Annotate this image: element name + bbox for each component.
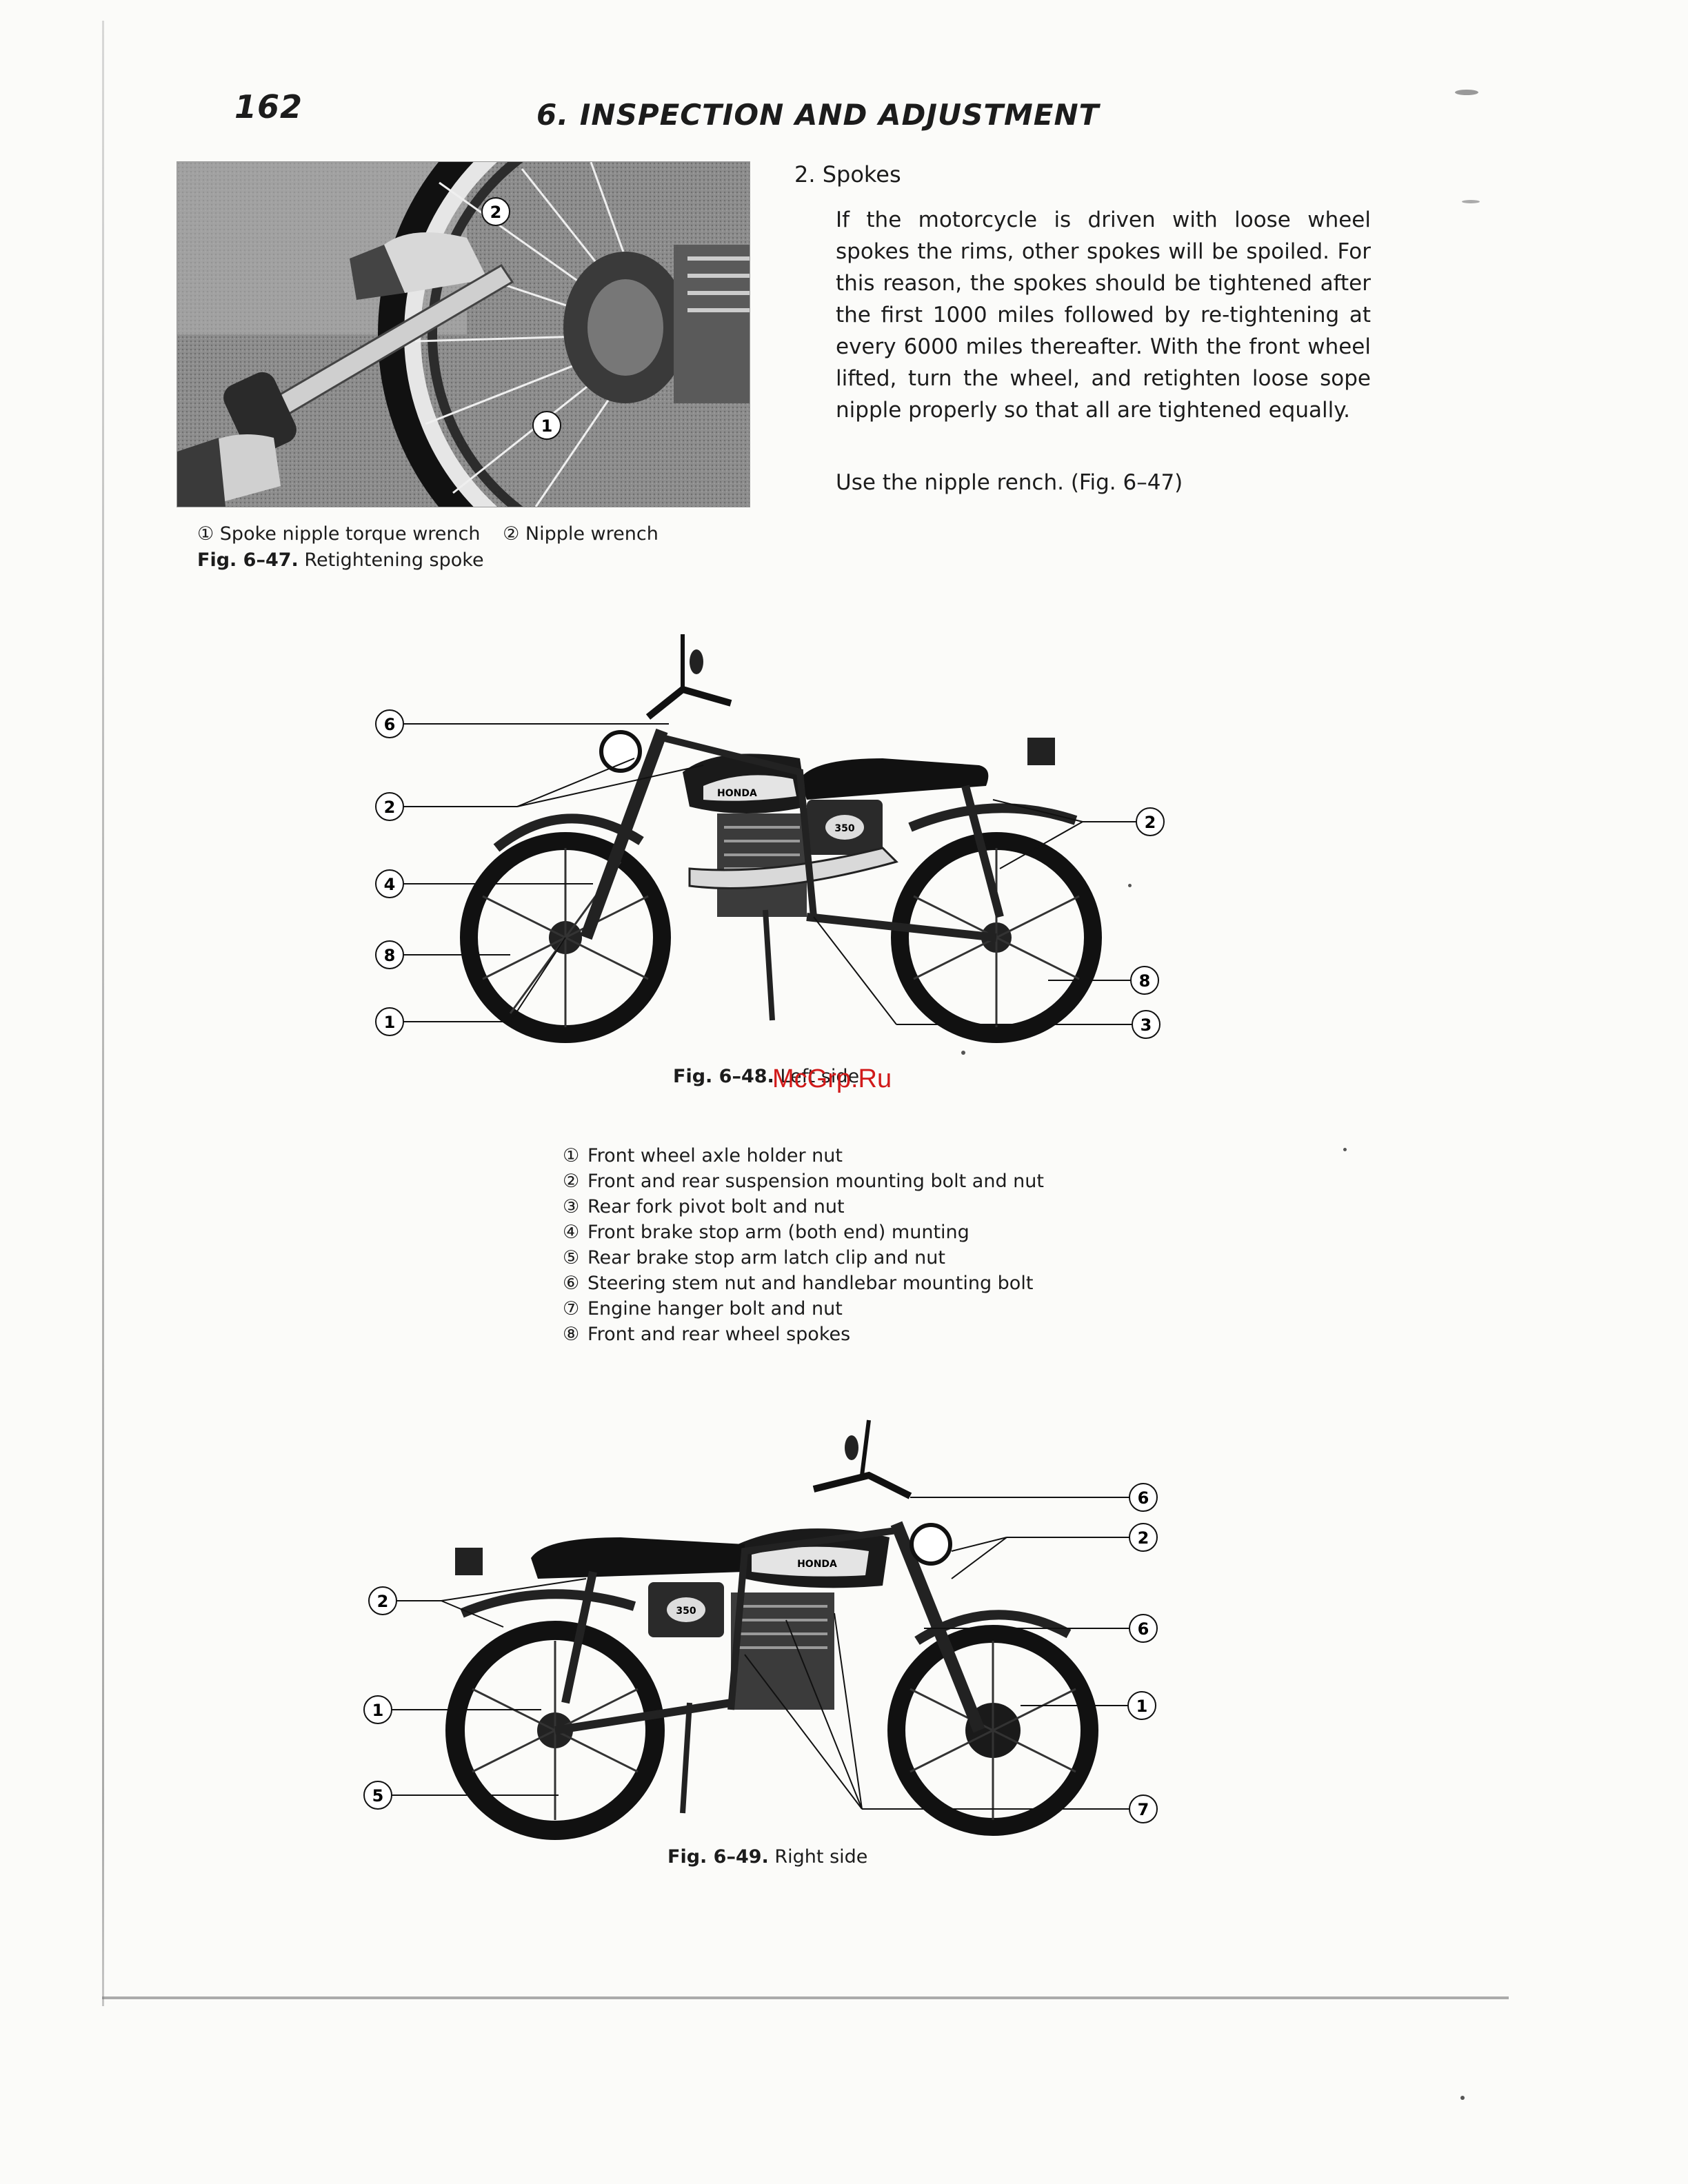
- figure-label: Fig. 6–49.: [667, 1846, 769, 1868]
- motorcycle-left-side-figure: HONDA 350: [359, 620, 1186, 1062]
- scan-speck: [961, 1051, 965, 1055]
- section-heading: 2. Spokes: [794, 161, 901, 188]
- fig48-callout-left-4: 8: [384, 946, 396, 965]
- tank-badge: HONDA: [717, 788, 757, 799]
- tank-badge: HONDA: [797, 1559, 837, 1570]
- photo-caption: ① Spoke nipple torque wrench ② Nipple wr…: [197, 521, 675, 574]
- fig48-caption: Fig. 6–48. Left side: [673, 1066, 859, 1087]
- fig49-callout-left-1: 2: [377, 1592, 389, 1611]
- fig49-callout-right-4: 1: [1136, 1697, 1148, 1716]
- fig48-callout-right-3: 3: [1141, 1015, 1152, 1035]
- photo-legend-item-2: ② Nipple wrench: [503, 523, 659, 545]
- photo-legend: ① Spoke nipple torque wrench ② Nipple wr…: [197, 521, 675, 547]
- scan-bottom-rule: [102, 1996, 1509, 1999]
- motorcycle-left-illustration: HONDA 350: [460, 634, 1102, 1043]
- chapter-title: 6. INSPECTION AND ADJUSTMENT: [536, 98, 1100, 132]
- panel-badge: 350: [834, 823, 854, 834]
- photo-callout-2: 2: [490, 203, 502, 222]
- figure-label: Fig. 6–47.: [197, 549, 299, 571]
- figure-title: Right side: [774, 1846, 868, 1868]
- motorcycle-right-illustration: HONDA 350: [445, 1419, 1098, 1840]
- fig48-callout-right-1: 2: [1145, 813, 1156, 832]
- fig49-callout-left-3: 5: [372, 1786, 384, 1806]
- watermark-text: McGrp.Ru: [772, 1064, 892, 1093]
- fig49-callout-right-2: 2: [1138, 1528, 1149, 1548]
- figure-title: Retightening spoke: [304, 549, 484, 571]
- photo-figure-caption: Fig. 6–47. Retightening spoke: [197, 547, 675, 574]
- photo-legend-item-1: ① Spoke nipple torque wrench: [197, 523, 481, 545]
- fig48-callout-left-1: 6: [384, 715, 396, 734]
- page-number: 162: [234, 88, 303, 125]
- motorcycle-right-side-figure: HONDA 350: [359, 1406, 1186, 1848]
- fig49-callout-right-3: 6: [1138, 1619, 1149, 1639]
- scan-speck: [1128, 884, 1132, 887]
- fig49-callout-right-1: 6: [1138, 1488, 1149, 1508]
- fig48-callout-right-2: 8: [1139, 971, 1151, 991]
- panel-badge: 350: [676, 1606, 696, 1617]
- figure-title: Left side: [780, 1066, 860, 1087]
- retightening-spoke-photo: 2 1: [177, 161, 750, 507]
- body-paragraph: If the motorcycle is driven with loose w…: [836, 208, 1371, 423]
- fig48-callout-left-2: 2: [384, 798, 396, 817]
- scan-speck: [1455, 90, 1478, 95]
- scan-speck: [1462, 200, 1480, 203]
- scan-speck: [1460, 2096, 1465, 2100]
- scan-speck: [1343, 1148, 1347, 1151]
- photo-callout-1: 1: [541, 416, 553, 436]
- fig48-callout-left-3: 4: [384, 875, 396, 894]
- figure-label: Fig. 6–48.: [673, 1066, 774, 1087]
- fig49-callout-left-2: 1: [372, 1701, 384, 1720]
- fig48-callout-left-5: 1: [384, 1013, 396, 1032]
- body-instruction: Use the nipple rench. (Fig. 6–47): [836, 470, 1183, 495]
- fig49-callout-right-5: 7: [1138, 1800, 1149, 1819]
- scan-left-edge: [102, 21, 104, 2006]
- fig49-caption: Fig. 6–49. Right side: [667, 1846, 867, 1868]
